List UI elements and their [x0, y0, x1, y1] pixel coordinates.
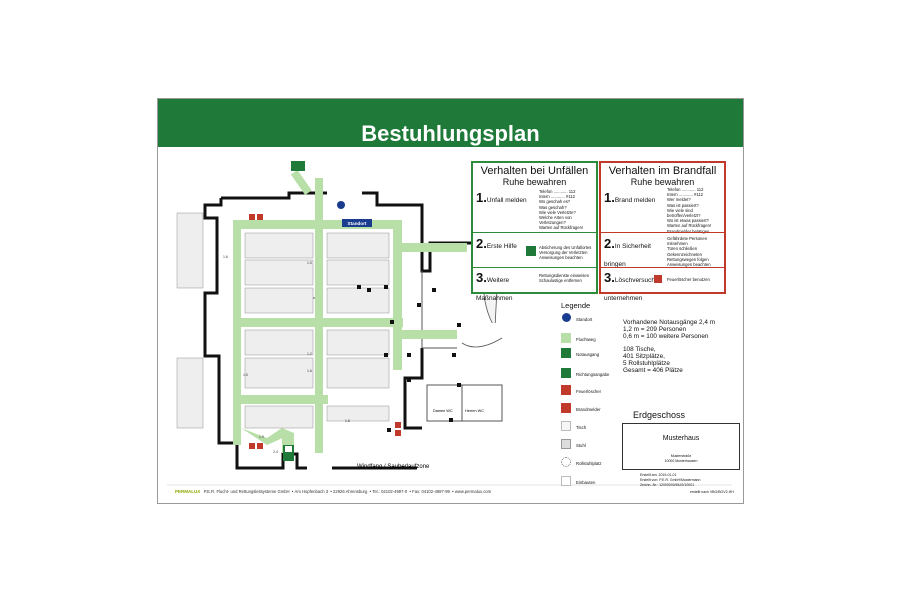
- accident-step-2: 2.Erste Hilfe: [476, 236, 517, 251]
- wall-east-mid: [403, 348, 424, 430]
- pillars: [357, 285, 461, 432]
- svg-text:1.5: 1.5: [307, 261, 312, 265]
- standort-label: Standort: [348, 221, 367, 226]
- wall-north-1: [221, 191, 327, 200]
- building-box: Musterhaus Musterstraße 10000 Musterhaus…: [622, 423, 740, 470]
- rollstuhlplatz-icon: [561, 457, 571, 467]
- svg-text:1.9: 1.9: [259, 435, 264, 439]
- title-banner: Bestuhlungsplan: [158, 99, 743, 147]
- wc-women-label: Damen WC: [433, 409, 453, 413]
- plan-meta: Erstellt am: 2019-01-01 Erstellt von: P.…: [640, 473, 701, 487]
- tisch-icon: [561, 421, 571, 431]
- company-logo: PERMALUX: [175, 489, 201, 494]
- footer: PERMALUX P.E.R. Flucht- und Rettungsleit…: [175, 489, 492, 494]
- accident-subheader: Ruhe bewahren: [502, 177, 567, 187]
- norm-label: erstellt nach VBG/BGV2-HH: [690, 490, 734, 494]
- accident-step-1: 1.Unfall melden: [476, 190, 527, 205]
- fire-step-3: 3.Löschversuch unternehmen: [604, 270, 655, 302]
- floor-label: Erdgeschoss: [633, 410, 686, 420]
- exit-signs: [283, 161, 305, 461]
- fire-step-1: 1.Brand melden: [604, 190, 656, 205]
- feuerloescher-icon: [561, 385, 571, 395]
- entrance-label: Windfang / Sauberlaufzone: [357, 464, 430, 470]
- svg-text:1.2: 1.2: [307, 352, 312, 356]
- fire-equipment: [249, 214, 401, 449]
- svg-text:1.6: 1.6: [307, 369, 312, 373]
- einbauten-icon: [561, 476, 571, 486]
- stuhl-icon: [561, 439, 571, 449]
- standort-icon: [562, 313, 571, 322]
- standort-icon: [337, 201, 345, 209]
- escape-route-network: [233, 169, 467, 453]
- brandmelder-icon: [561, 403, 571, 413]
- fluchtweg-icon: [561, 333, 571, 343]
- building-name: Musterhaus: [662, 435, 700, 442]
- width-labels: 1.6 1.5 1.2 1.6 1.5 1.9 1.8 2.4: [223, 255, 350, 454]
- fire-header: Verhalten im Brandfall: [608, 165, 717, 177]
- svg-text:1.8: 1.8: [345, 419, 350, 423]
- accident-header: Verhalten bei Unfällen: [480, 165, 589, 177]
- standort-label-box: [342, 219, 372, 227]
- seating-blocks: [176, 212, 390, 429]
- first-aid-icon: [526, 246, 536, 256]
- fire-box: Verhalten im Brandfall Ruhe bewahren 1.B…: [599, 161, 726, 302]
- capacity-info: Vorhandene Notausgänge 2,4 m 1,2 m = 209…: [623, 319, 716, 374]
- wc-men-label: Herren WC: [465, 409, 484, 413]
- accident-box: Verhalten bei Unfällen Ruhe bewahren 1.U…: [471, 161, 598, 302]
- wc-block: [426, 384, 463, 422]
- fire-step-2: 2.In Sicherheit bringen: [604, 236, 651, 268]
- plan-title: Bestuhlungsplan: [361, 121, 540, 146]
- accident-step-3: 3.Weitere Maßnahmen: [476, 270, 513, 302]
- svg-text:2.4: 2.4: [273, 450, 278, 454]
- fire-subheader: Ruhe bewahren: [630, 177, 695, 187]
- legend-title: Legende: [561, 301, 591, 310]
- extinguisher-icon: [654, 275, 662, 283]
- notausgang-icon: [561, 348, 571, 358]
- wall-north-2: [362, 191, 424, 216]
- svg-text:1.5: 1.5: [243, 373, 248, 377]
- richtungsangabe-icon: [561, 368, 571, 378]
- svg-text:1.6: 1.6: [223, 255, 228, 259]
